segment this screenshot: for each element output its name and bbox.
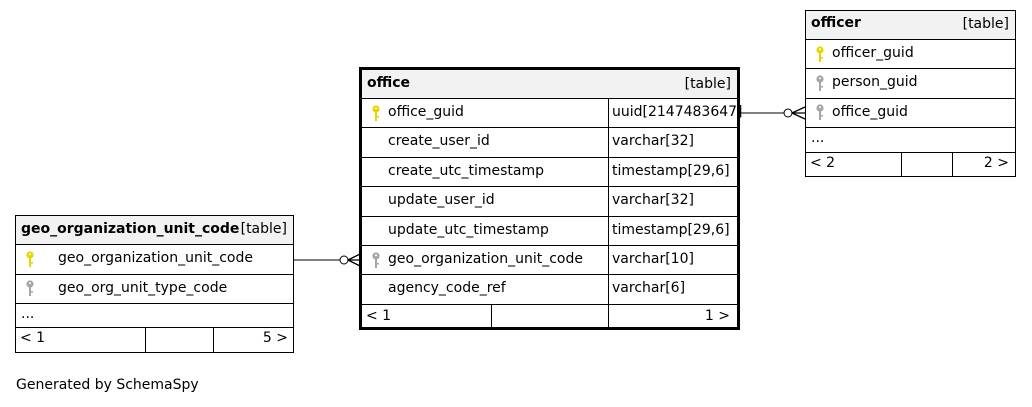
column-row[interactable]: create_user_id varchar[32] [362, 128, 737, 158]
column-name: office_guid [832, 103, 908, 120]
table-office[interactable]: office [table] office_guid uuid[214748364… [359, 67, 743, 330]
column-name: person_guid [832, 74, 918, 91]
footer-parents: < 2 [810, 155, 836, 171]
ellipsis-row: ... [16, 304, 293, 328]
column-name: update_utc_timestamp [388, 221, 549, 238]
column-row[interactable]: office_guid uuid[2147483647] [362, 99, 743, 129]
column-row[interactable]: create_utc_timestamp timestamp[29,6] [362, 157, 737, 188]
foreign-key-icon [26, 280, 34, 298]
ellipsis-row: ... [806, 128, 1015, 153]
table-name: office [367, 75, 411, 91]
primary-key-icon [816, 46, 824, 64]
column-type: varchar[6] [612, 280, 686, 297]
column-row[interactable]: geo_organization_unit_code [16, 245, 293, 275]
table-kind: [table] [240, 221, 287, 237]
column-type: varchar[10] [612, 251, 694, 267]
column-type: timestamp[29,6] [612, 162, 730, 179]
edge-office-officer-zero [783, 108, 793, 118]
table-name: geo_organization_unit_code [21, 221, 240, 237]
column-type: timestamp[29,6] [612, 221, 730, 238]
column-type: varchar[32] [612, 133, 694, 150]
column-row[interactable]: person_guid [806, 69, 1015, 99]
table-geo-organization-unit-code[interactable]: geo_organization_unit_code [table] geo_o… [15, 215, 294, 353]
column-name: geo_organization_unit_code [388, 251, 584, 267]
column-name: geo_organization_unit_code [58, 250, 254, 266]
foreign-key-icon [372, 252, 380, 270]
footer-children: 5 > [262, 330, 288, 346]
table-name: officer [811, 15, 861, 31]
footer-children: 1 > [704, 308, 730, 324]
column-name: officer_guid [832, 45, 914, 61]
column-name: agency_code_ref [388, 280, 506, 297]
edge-office-officer-crowfoot [791, 106, 806, 120]
table-header: geo_organization_unit_code [table] [16, 216, 293, 245]
table-footer: < 1 5 > [16, 328, 293, 352]
primary-key-icon [26, 251, 34, 269]
foreign-key-icon [816, 104, 824, 122]
edge-geo-office-crowfoot [347, 253, 361, 267]
column-name: geo_org_unit_type_code [58, 279, 228, 296]
table-footer: < 1 1 > [362, 305, 737, 328]
column-row[interactable]: office_guid [806, 99, 1015, 128]
column-name: update_user_id [388, 192, 495, 209]
column-name: create_user_id [388, 133, 490, 150]
table-kind: [table] [962, 16, 1009, 32]
column-row[interactable]: update_utc_timestamp timestamp[29,6] [362, 216, 737, 246]
table-header: office [table] [362, 70, 737, 99]
column-name: create_utc_timestamp [388, 162, 545, 179]
primary-key-icon [372, 105, 380, 123]
column-row[interactable]: officer_guid [806, 40, 1015, 70]
footer-parents: < 1 [20, 330, 46, 346]
footer-children: 2 > [983, 155, 1009, 171]
table-footer: < 2 2 > [806, 153, 1015, 176]
table-kind: [table] [684, 76, 731, 92]
column-row[interactable]: geo_org_unit_type_code [16, 275, 293, 304]
generated-by-caption: Generated by SchemaSpy [16, 377, 199, 393]
column-type: varchar[32] [612, 192, 694, 209]
column-row[interactable]: geo_organization_unit_code varchar[10] [362, 246, 737, 276]
foreign-key-icon [816, 75, 824, 93]
table-header: officer [table] [806, 11, 1015, 40]
footer-parents: < 1 [366, 308, 392, 324]
column-row[interactable]: agency_code_ref varchar[6] [362, 275, 737, 305]
column-row[interactable]: update_user_id varchar[32] [362, 187, 737, 217]
edge-geo-office-zero [339, 255, 349, 265]
column-name: office_guid [388, 104, 464, 120]
column-type: uuid[2147483647] [612, 104, 743, 120]
